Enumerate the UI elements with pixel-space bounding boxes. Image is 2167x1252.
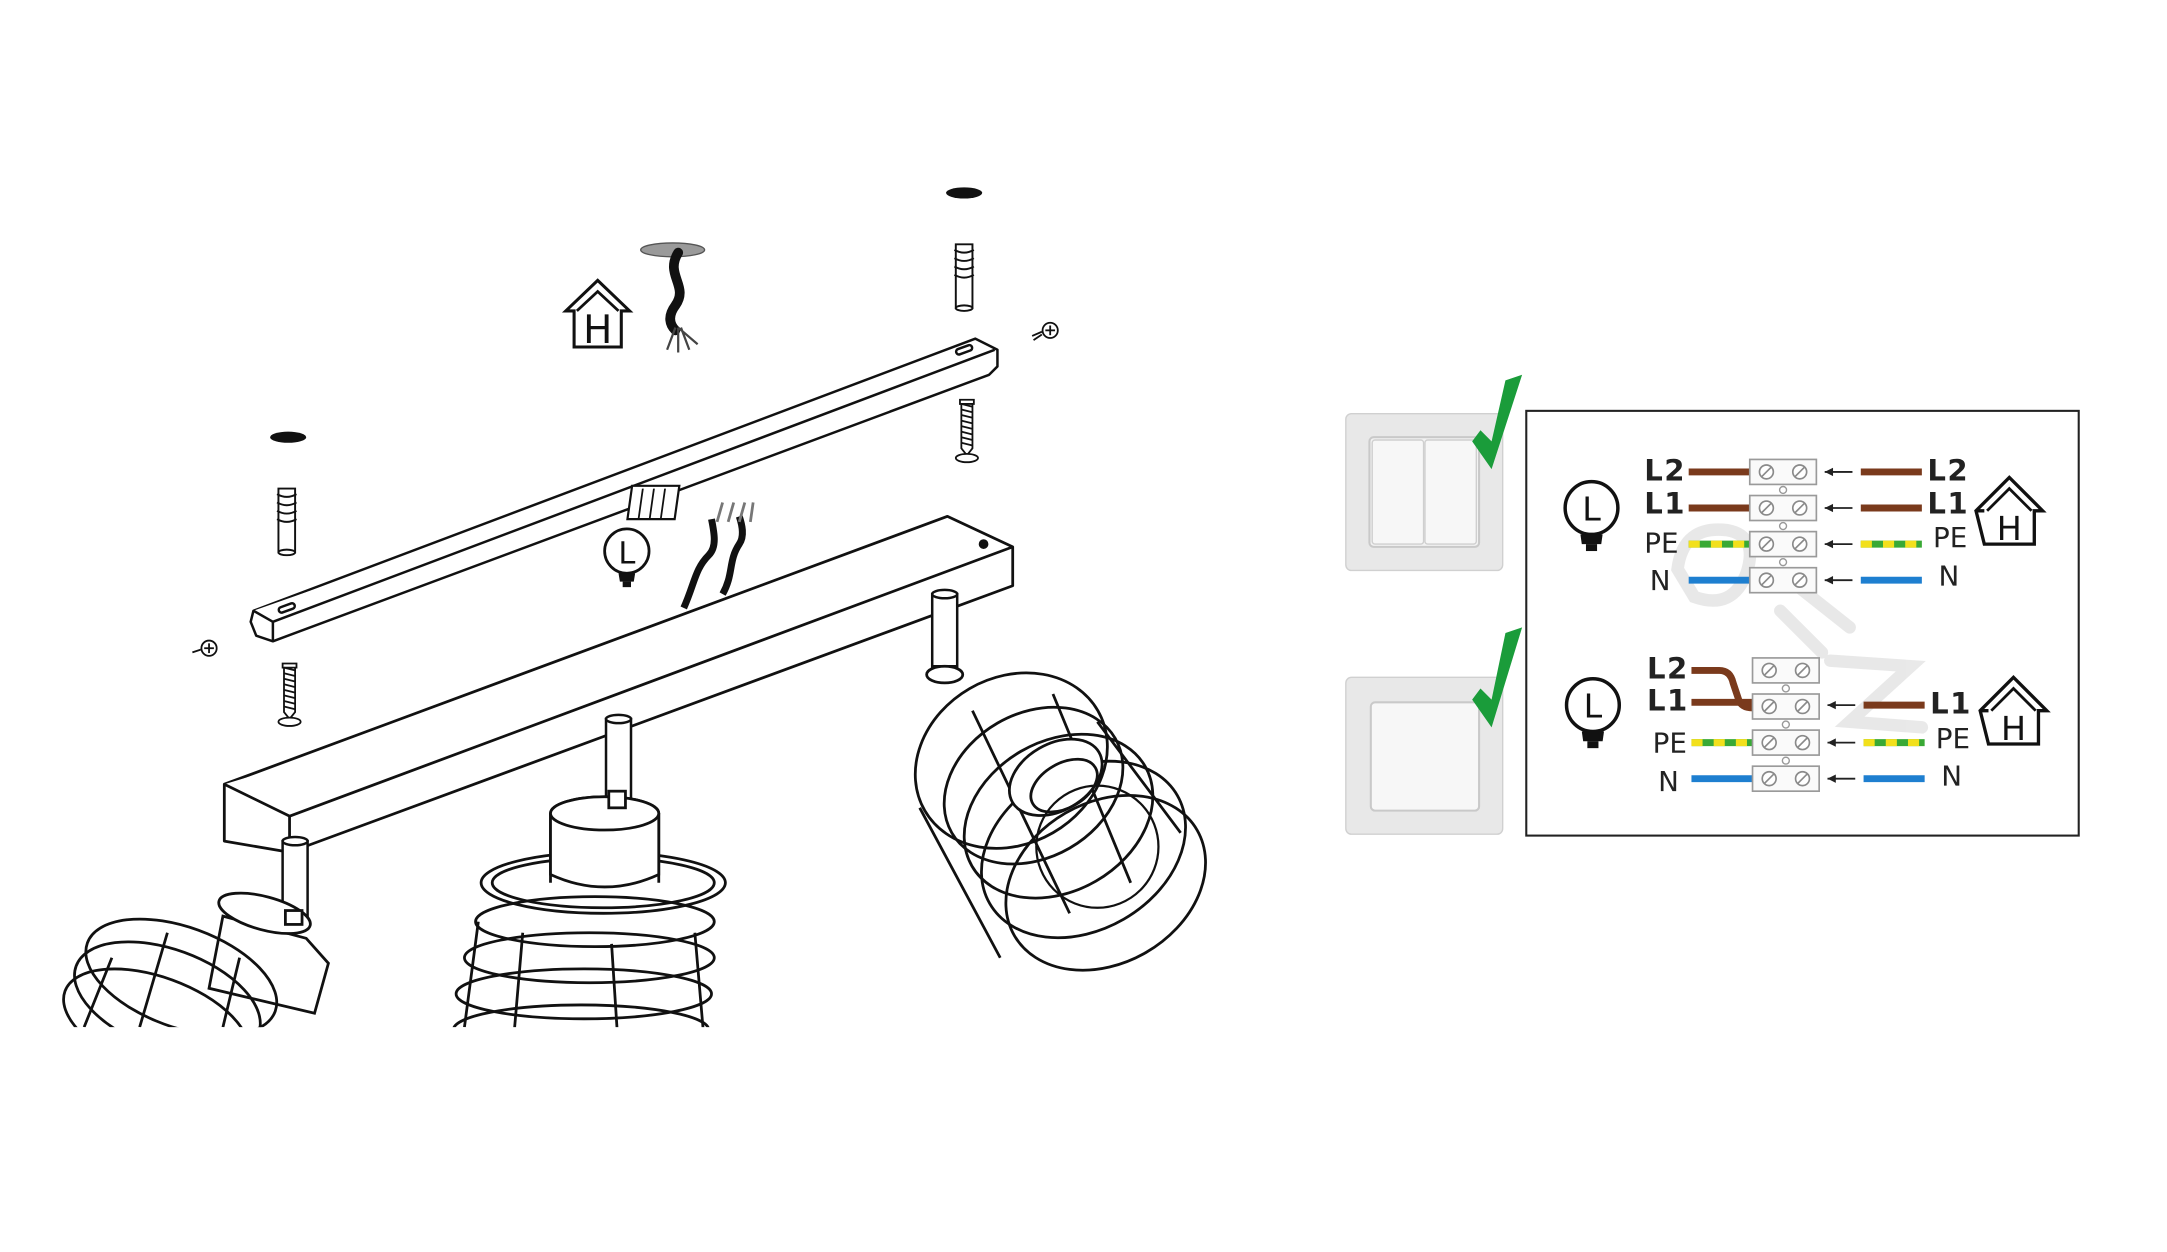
checkmark-icon [1472,374,1523,470]
house-letter: H [1997,509,2022,548]
house-letter: H [583,308,612,353]
mounting-bracket [249,337,999,643]
terminal-block [1751,657,1820,793]
mains-cable [640,242,706,353]
wiring-diagram-single: L H L2 L1 PE N [1564,652,2051,798]
wire-label-pe-mains: PE [1936,722,1970,755]
wiring-diagram-double: L H L2 L1 PE N [1563,453,2047,597]
wire-l2-bridge [1691,666,1753,712]
assembly-illustration: H L [62,187,1207,1028]
lamp-wires [626,484,755,610]
wire-label-l1: L1 [1647,684,1689,718]
house-icon: H [561,278,634,353]
wire-label-pe: PE [1644,526,1678,559]
terminal-block [1748,458,1818,594]
house-letter: H [2001,709,2026,748]
lamp-letter: L [618,537,635,572]
house-icon: H [1974,475,2047,548]
wiring-frame [1525,409,2080,837]
spot-cage-middle [452,789,727,1028]
spot-cage-left [62,891,330,1028]
side-screw-left [192,639,218,657]
wire-label-pe: PE [1653,726,1687,759]
side-screw-right [1031,321,1059,341]
wire-label-pe-mains: PE [1933,521,1967,554]
wire-label-l2: L2 [1647,652,1689,686]
wire-label-l1-mains: L1 [1930,686,1972,720]
wall-plug-left [276,487,298,557]
wall-plug-right [953,243,975,312]
wire-label-n-mains: N [1941,760,1962,793]
mounting-screw-right [954,398,979,464]
wire-label-l1-mains: L1 [1927,487,1969,521]
drill-hole-left [270,431,307,443]
checkmark-icon [1472,627,1523,728]
house-icon: H [1978,675,2051,748]
lamp-base-bar [222,514,1015,854]
drill-hole-right [946,187,983,199]
lamp-letter: L [1582,490,1601,529]
lamp-letter: L [1584,687,1603,726]
lamp-bulb-icon: L [603,527,651,588]
wire-label-l2-mains: L2 [1927,453,1969,487]
wire-label-n: N [1650,564,1671,597]
spot-cage-right [913,664,1207,972]
double-rocker-switch [1345,412,1504,572]
wire-label-n: N [1658,765,1679,798]
wire-label-n-mains: N [1939,560,1960,593]
lamp-bulb-icon: L [1563,479,1620,552]
wire-label-l2: L2 [1644,453,1686,487]
wire-label-l1: L1 [1644,487,1686,521]
mounting-screw-left [277,662,302,727]
single-rocker-switch [1345,676,1504,835]
wiring-section: L H L2 L1 PE N [1345,374,2080,837]
lamp-bulb-icon: L [1564,677,1622,749]
